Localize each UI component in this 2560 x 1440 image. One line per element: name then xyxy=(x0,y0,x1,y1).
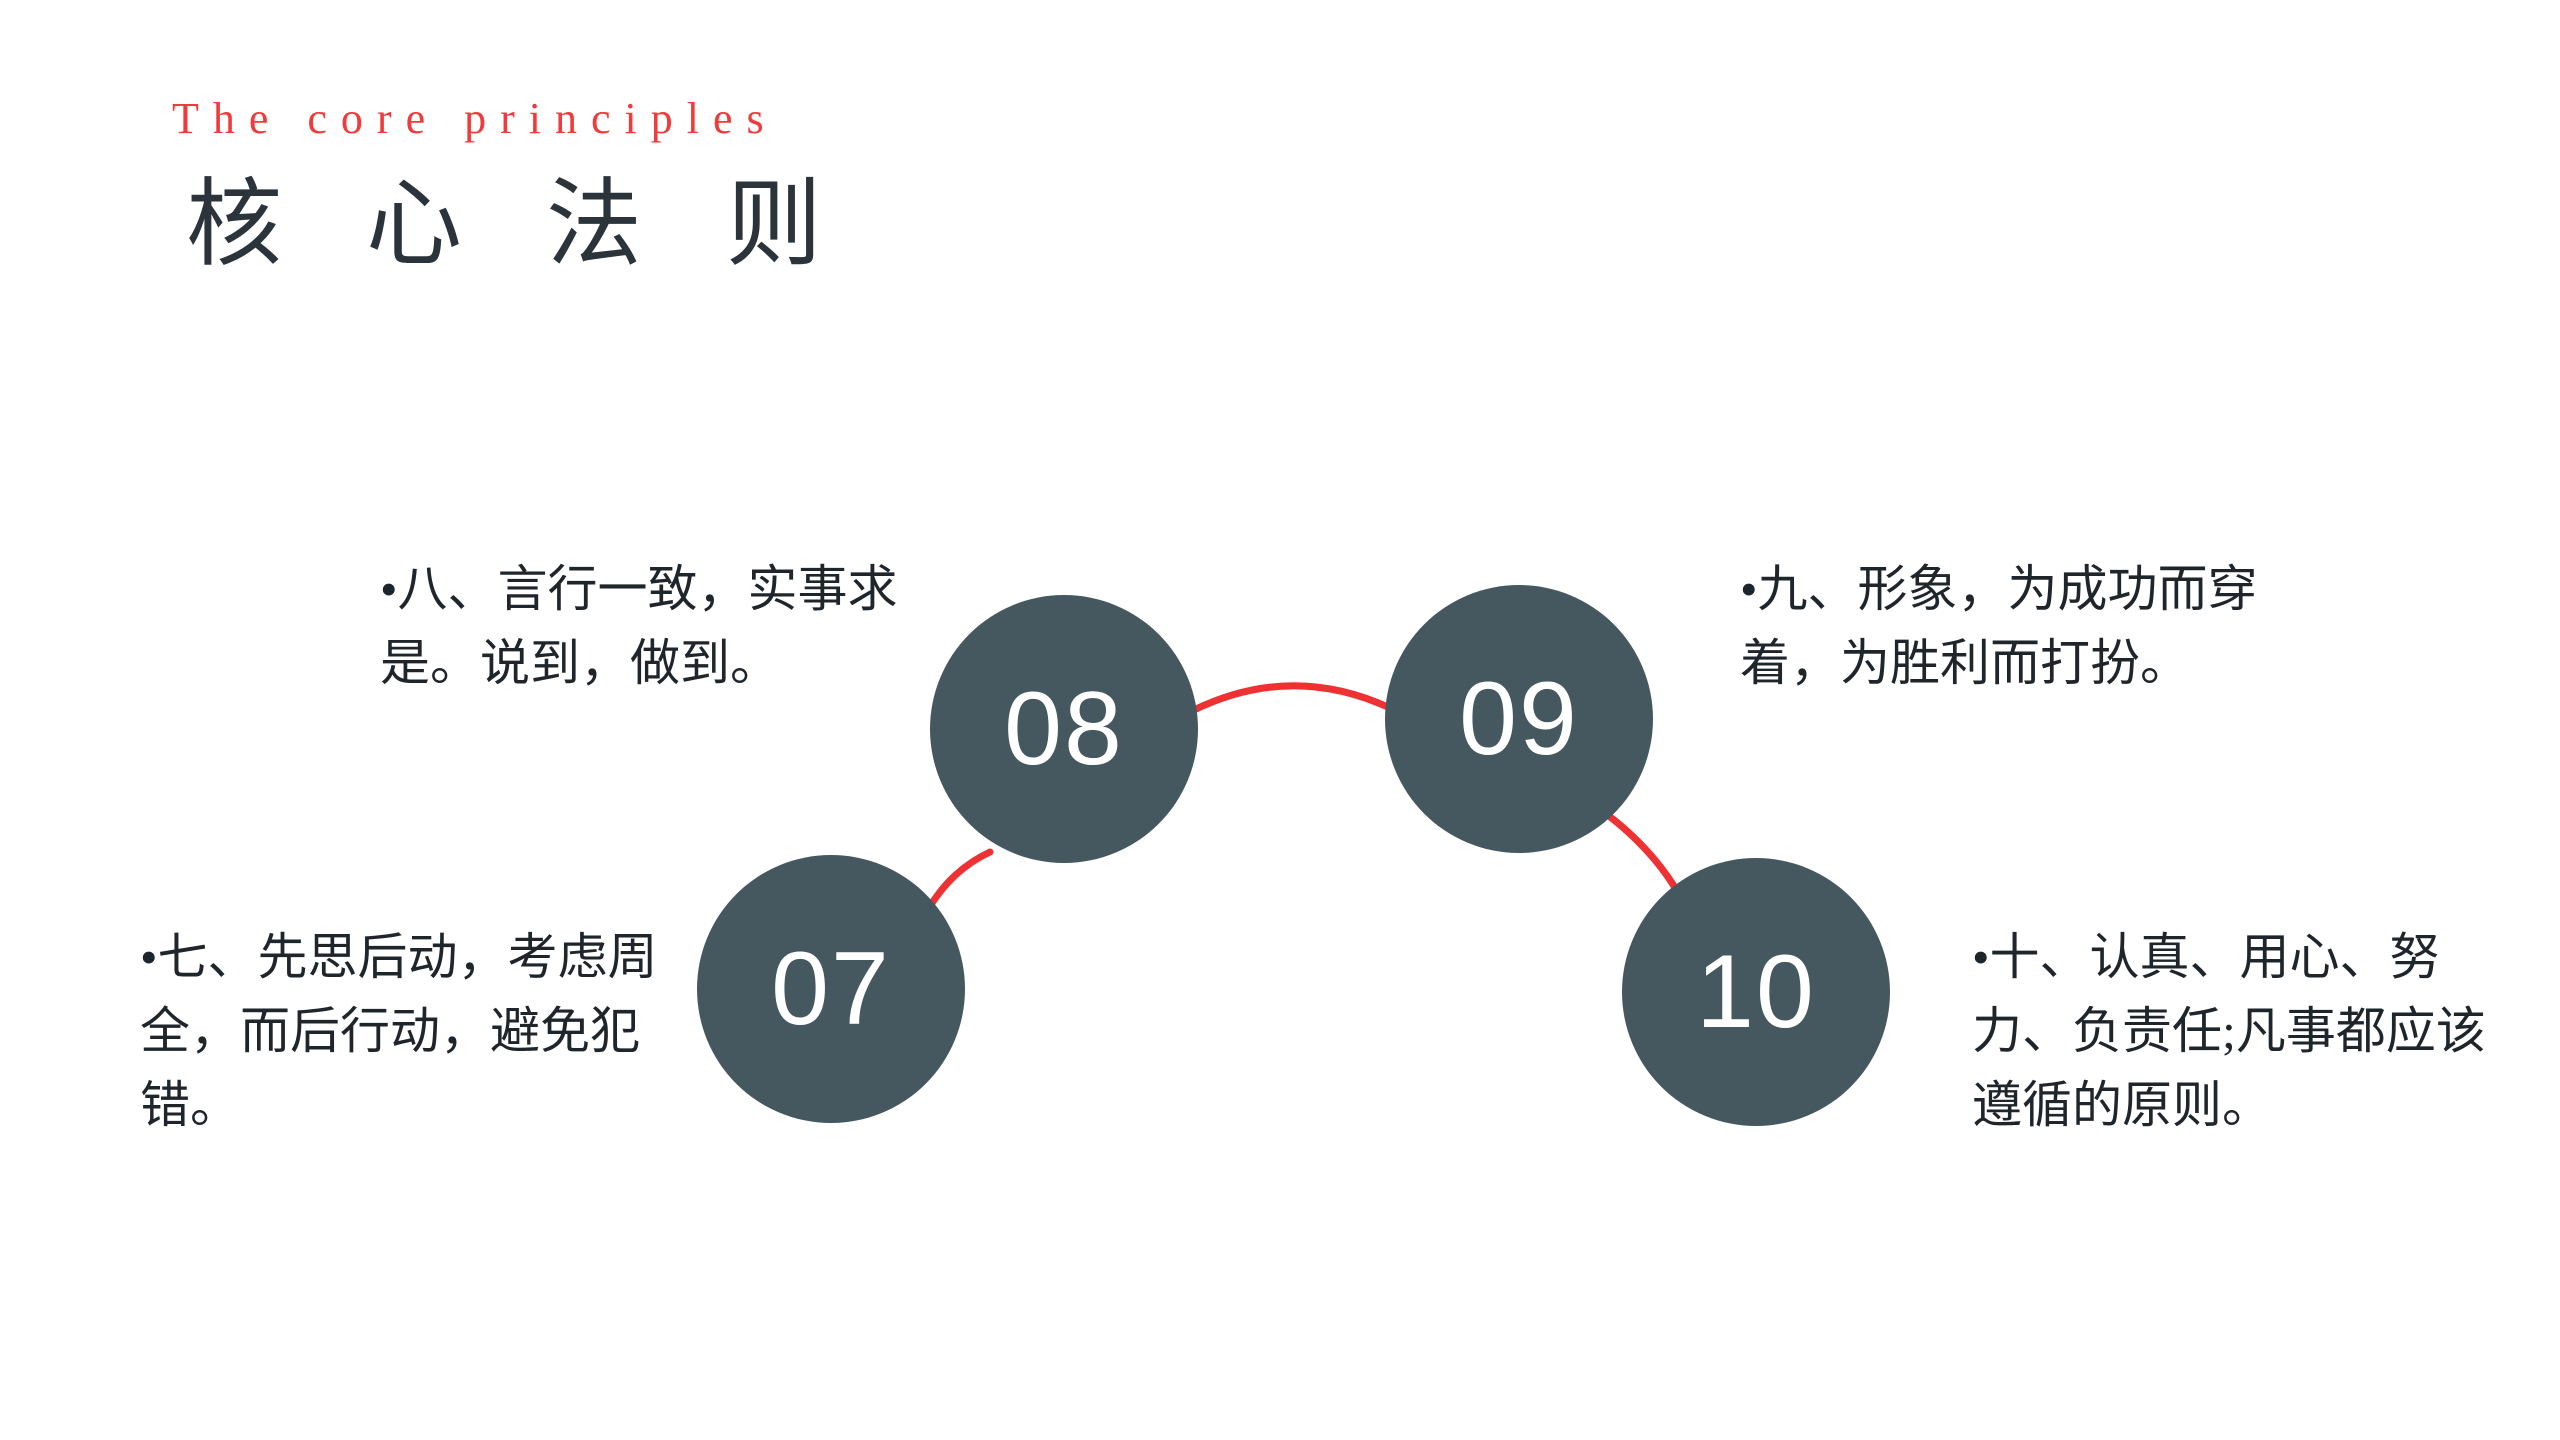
slide-header: The core principles 核 心 法 则 xyxy=(0,0,2560,330)
node-circle-08[interactable]: 08 xyxy=(930,595,1198,863)
node-number-07: 07 xyxy=(771,931,891,1047)
node-caption-10: •十、认真、用心、努力、负责任;凡事都应该遵循的原则。 xyxy=(1972,929,2486,1133)
node-number-08: 08 xyxy=(1004,671,1124,787)
node-circle-07[interactable]: 07 xyxy=(697,855,965,1123)
page-title: 核 心 法 则 xyxy=(186,171,852,278)
node-number-09: 09 xyxy=(1459,661,1579,777)
node-circle-09[interactable]: 09 xyxy=(1385,585,1653,853)
node-circle-10[interactable]: 10 xyxy=(1622,858,1890,1126)
connector-08-to-09 xyxy=(1190,682,1394,714)
node-caption-09: •九、形象，为成功而穿着，为胜利而打扮。 xyxy=(1740,561,2258,691)
node-number-10: 10 xyxy=(1696,934,1816,1050)
node-caption-07: •七、先思后动，考虑周全，而后行动，避免犯错。 xyxy=(140,929,658,1133)
node-caption-08: •八、言行一致，实事求是。说到，做到。 xyxy=(380,561,898,691)
slide-subtitle-english: The core principles xyxy=(172,94,778,143)
